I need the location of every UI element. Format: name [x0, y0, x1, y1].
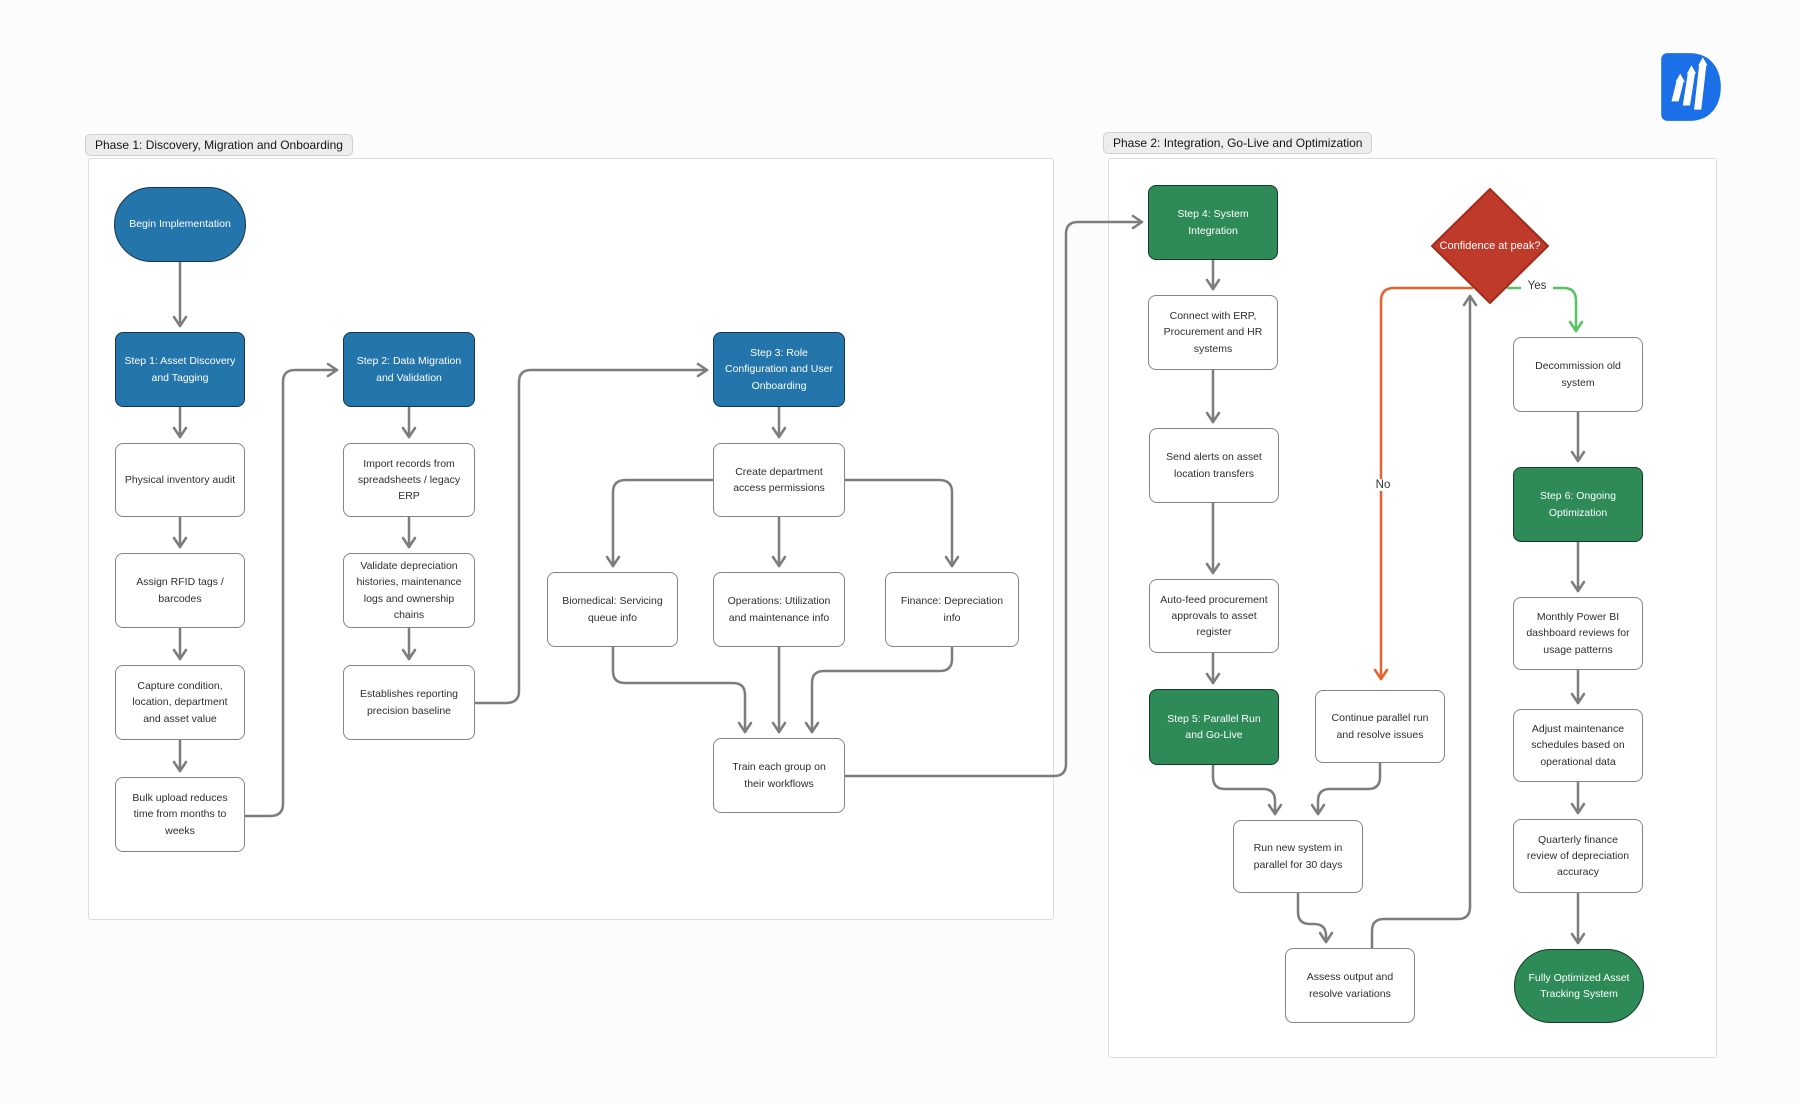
node-validate-depreciation: Validate depreciation histories, mainten…: [343, 553, 475, 628]
node-monthly-powerbi-reviews: Monthly Power BI dashboard reviews for u…: [1513, 597, 1643, 670]
node-create-access-permissions: Create department access permissions: [713, 443, 845, 517]
edge-label-yes: Yes: [1521, 280, 1553, 292]
node-adjust-maintenance: Adjust maintenance schedules based on op…: [1513, 709, 1643, 782]
node-connect-erp: Connect with ERP, Procurement and HR sys…: [1148, 295, 1278, 370]
node-quarterly-finance-review: Quarterly finance review of depreciation…: [1513, 819, 1643, 893]
brand-logo: [1661, 53, 1721, 121]
node-step2-data-migration: Step 2: Data Migration and Validation: [343, 332, 475, 407]
node-import-records: Import records from spreadsheets / legac…: [343, 443, 475, 517]
node-step6-ongoing-optimization: Step 6: Ongoing Optimization: [1513, 467, 1643, 542]
node-physical-inventory-audit: Physical inventory audit: [115, 443, 245, 517]
node-reporting-baseline: Establishes reporting precision baseline: [343, 665, 475, 740]
node-assess-output: Assess output and resolve variations: [1285, 948, 1415, 1023]
node-begin-implementation: Begin Implementation: [114, 187, 246, 262]
node-biomedical-servicing: Biomedical: Servicing queue info: [547, 572, 678, 647]
phase2-label: Phase 2: Integration, Go-Live and Optimi…: [1103, 132, 1373, 154]
node-run-parallel-30-days: Run new system in parallel for 30 days: [1233, 820, 1363, 893]
node-train-each-group: Train each group on their workflows: [713, 738, 845, 813]
node-decommission-old-system: Decommission old system: [1513, 337, 1643, 412]
node-continue-parallel-run: Continue parallel run and resolve issues: [1315, 690, 1445, 763]
edge-label-no: No: [1367, 479, 1399, 491]
node-step3-role-configuration: Step 3: Role Configuration and User Onbo…: [713, 332, 845, 407]
node-operations-utilization: Operations: Utilization and maintenance …: [713, 572, 845, 647]
node-send-alerts: Send alerts on asset location transfers: [1149, 428, 1279, 503]
node-step4-system-integration: Step 4: System Integration: [1148, 185, 1278, 260]
node-confidence-decision-label: Confidence at peak?: [1439, 239, 1541, 252]
node-step1-asset-discovery: Step 1: Asset Discovery and Tagging: [115, 332, 245, 407]
node-bulk-upload: Bulk upload reduces time from months to …: [115, 777, 245, 852]
node-assign-rfid-tags: Assign RFID tags / barcodes: [115, 553, 245, 628]
node-autofeed-procurement: Auto-feed procurement approvals to asset…: [1149, 579, 1279, 653]
node-capture-condition: Capture condition, location, department …: [115, 665, 245, 740]
logo-bars: [1671, 57, 1708, 110]
phase1-label: Phase 1: Discovery, Migration and Onboar…: [85, 134, 353, 156]
node-finance-depreciation: Finance: Depreciation info: [885, 572, 1019, 647]
node-fully-optimized-system: Fully Optimized Asset Tracking System: [1514, 949, 1644, 1023]
node-step5-parallel-run: Step 5: Parallel Run and Go-Live: [1149, 689, 1279, 765]
